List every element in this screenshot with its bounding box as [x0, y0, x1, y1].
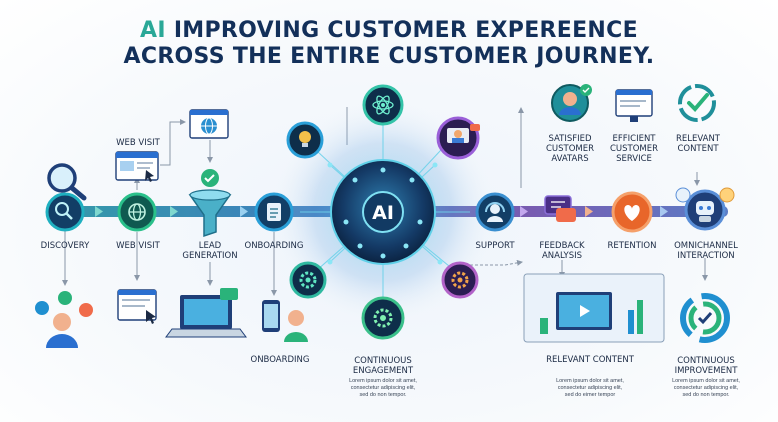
magnifier-icon [47, 163, 87, 201]
label-web-visit: WEB VISIT [116, 241, 160, 251]
agent-icon [436, 116, 480, 160]
phone-user-icon [262, 300, 308, 342]
hub-label: AI [372, 202, 394, 224]
label-relevant-top-1: RELEVANT [675, 134, 721, 144]
lightbulb-icon [286, 121, 324, 159]
ai-hub: AI [268, 97, 498, 327]
robot-node-icon [675, 187, 735, 231]
label-efficient-2: CUSTOMER [609, 144, 659, 154]
lorem-engagement-1: Lorem ipsum dolor sit amet, [349, 378, 417, 384]
label-web-visit-top: WEB VISIT [116, 138, 160, 148]
label-onboarding: ONBOARDING [244, 241, 304, 251]
lorem-relevant-3: sed do eimer tempor [564, 392, 616, 398]
lorem-engagement-3: sed do non tempor. [359, 392, 407, 398]
customer-avatar-icon [551, 84, 592, 122]
settings-icon [441, 261, 479, 299]
label-relevant-top-2: CONTENT [677, 144, 719, 154]
label-satisfied-1: SATISFIED [548, 134, 592, 144]
lorem-relevant-2: consectetur adipiscing elit, [557, 385, 623, 391]
title-line-1-text: IMPROVING CUSTOMER EXPEREENCE [165, 18, 638, 43]
label-onboarding-bottom: ONBOARDING [250, 355, 310, 365]
label-relevant-content: RELEVANT CONTENT [546, 355, 634, 365]
funnel-icon [188, 169, 232, 238]
label-satisfied-2: CUSTOMER [545, 144, 595, 154]
label-lead-generation-1: LEAD [198, 241, 222, 251]
label-continuous-engagement-1: CONTINUOUS [354, 356, 412, 366]
atom-icon [362, 84, 404, 126]
lorem-relevant-1: Lorem ipsum dolor sit amet, [556, 378, 624, 384]
refresh-cycle-icon [680, 293, 730, 343]
service-monitor-icon [615, 89, 653, 122]
label-discovery: DISCOVERY [40, 241, 90, 251]
label-continuous-engagement-2: ENGAGEMENT [352, 366, 414, 376]
webpage-cursor-icon [117, 289, 157, 324]
magnifier-node-icon [45, 192, 85, 232]
title-ai-word: AI [140, 18, 166, 43]
label-efficient-1: EFFICIENT [612, 134, 656, 144]
label-retention: RETENTION [607, 241, 657, 251]
lorem-improvement-3: sed do non tempor. [682, 392, 730, 398]
heart-node-icon [611, 191, 653, 233]
label-continuous-improvement-2: IMPROVEMENT [674, 366, 738, 376]
label-lead-generation-2: GENERATION [182, 251, 238, 261]
clipboard-node-icon [254, 192, 294, 232]
checkmark-cycle-icon [678, 84, 716, 122]
gear-icon [289, 261, 327, 299]
lorem-engagement-2: consectetur adipiscing elit, [350, 385, 416, 391]
label-efficient-3: SERVICE [616, 154, 652, 164]
cog-engagement-icon [361, 296, 405, 340]
label-omnichannel-2: INTERACTION [677, 251, 735, 261]
label-support: SUPPORT [475, 241, 515, 251]
page-title-line-2: ACROSS THE ENTIRE CUSTOMER JOURNEY. [123, 44, 655, 69]
lorem-improvement-1: Lorem ipsum dolor sit amet, [672, 378, 740, 384]
lorem-improvement-2: consectetur adipiscing elit, [673, 385, 739, 391]
hub-network-nodes [327, 162, 443, 265]
globe-browser-icon [189, 109, 229, 139]
web-visit-browser-icon [115, 151, 159, 182]
people-avatar-icon [35, 291, 93, 348]
laptop-icon [165, 288, 247, 338]
label-omnichannel-1: OMNICHANNEL [674, 241, 738, 251]
page-title-line-1: AI IMPROVING CUSTOMER EXPEREENCE [0, 18, 778, 43]
chat-feedback-icon [544, 195, 576, 222]
label-feedback-analysis-2: ANALYSIS [541, 251, 583, 261]
content-panel-icon [523, 273, 665, 343]
label-satisfied-3: AVATARS [551, 154, 589, 164]
label-continuous-improvement-1: CONTINUOUS [677, 356, 735, 366]
headset-node-icon [475, 192, 515, 232]
label-feedback-analysis-1: FEEDBACK [539, 241, 585, 251]
globe-node-icon [117, 192, 157, 232]
